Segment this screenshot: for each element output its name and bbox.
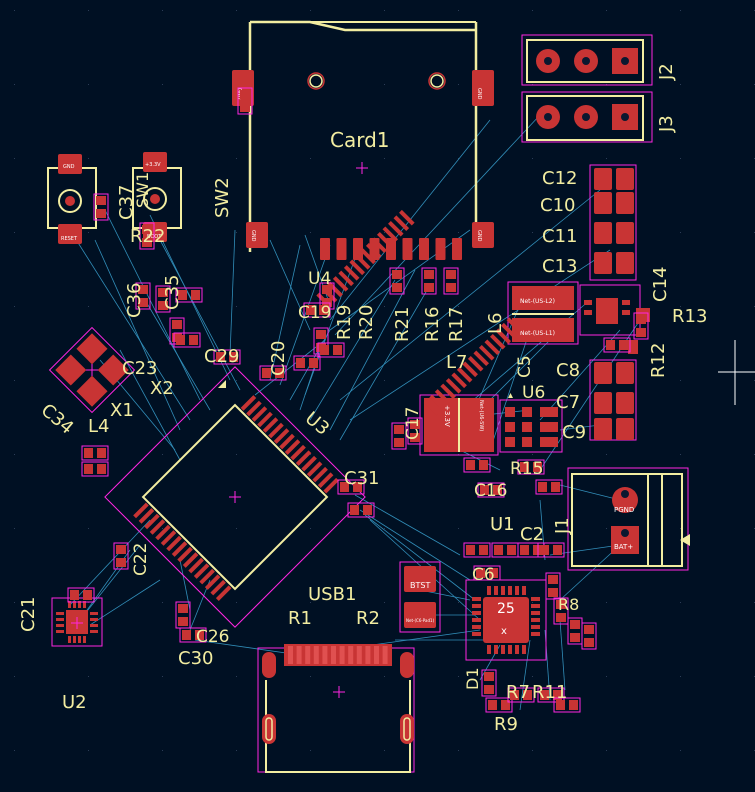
pad-label: GND [476,230,482,242]
ref-c35: C35 [162,275,183,310]
pad-label: 25 [497,601,515,617]
ic-u1-charger[interactable]: 25 x [465,579,547,661]
ref-j1: J1 [552,517,573,535]
ic-u6[interactable] [499,393,563,453]
ref-sw2: SW2 [212,177,233,218]
pad-label: Net-(U6-SW) [478,400,484,431]
ref-x2: X2 [150,378,174,399]
ref-c7: C7 [556,392,580,413]
ref-c6: C6 [472,565,495,585]
pad-label: BOOT [147,234,162,240]
ref-x1: X1 [110,400,134,421]
inductor-l7[interactable]: +3.3V Net-(U6-SW) [419,394,499,456]
sd-card-footprint[interactable]: GND GND GND GND [232,20,494,260]
ref-r22: R22 [130,226,165,247]
ref-r20: R20 [356,305,377,340]
small-passives[interactable] [67,87,649,713]
ref-c29: C29 [204,346,239,367]
pad-label: GND [250,230,256,242]
ref-l6: L6 [485,313,506,334]
ref-u2: U2 [62,692,87,713]
ref-r17: R17 [446,307,467,342]
pad-label: Net-(C6-Pad1) [406,618,435,623]
ref-r1: R1 [288,608,312,629]
ic-u2[interactable] [51,597,103,647]
ref-c13: C13 [542,256,577,277]
ref-c37: C37 [116,185,137,220]
pad-label: GND [63,164,75,170]
ref-r19: R19 [334,305,355,340]
ref-c14: C14 [650,267,671,302]
ref-c19: C19 [298,303,332,323]
pad-label: Net-(US-L1) [520,330,555,337]
ref-c22: C22 [131,542,151,576]
ref-u6: U6 [522,383,545,403]
ref-c5: C5 [515,355,535,378]
ref-c31: C31 [344,468,379,489]
ref-c10: C10 [540,195,575,216]
ref-r8: R8 [558,595,579,614]
crosshair-cursor [718,340,755,405]
ref-r2: R2 [356,608,380,629]
ref-r12: R12 [648,343,669,378]
pad-label: RESET [61,236,78,242]
ref-j2: J2 [656,63,677,81]
ref-r13: R13 [672,306,707,327]
usb-c-connector[interactable] [257,644,415,773]
ref-d1: D1 [463,668,482,691]
ref-card1: Card1 [330,128,390,152]
ref-c8: C8 [556,360,580,381]
ref-usb1: USB1 [308,584,356,605]
ref-j3: J3 [656,115,677,133]
pad-label: GND [236,88,242,100]
ref-c12: C12 [542,168,577,189]
ref-u4: U4 [308,269,331,289]
ref-r21: R21 [392,307,413,342]
ref-l4: L4 [88,416,109,437]
ref-c21: C21 [18,597,39,632]
pad-label: GND [476,88,482,100]
capacitor-column-right[interactable] [589,164,637,441]
ref-c16: C16 [474,481,508,501]
inductor-l6[interactable]: Net-(US-L2) Net-(US-L1) [507,281,579,345]
svg-text:x: x [501,626,507,637]
ref-c17: C17 [403,406,423,440]
pad-label: +3.3V [145,162,161,168]
pad-label: PGND [614,506,634,514]
ref-r7: R7 [506,682,530,703]
ref-r16: R16 [422,307,443,342]
ref-r9: R9 [494,714,518,735]
ref-l7: L7 [446,352,467,373]
ref-c11: C11 [542,226,577,247]
diode-btst[interactable]: BTST Net-(C6-Pad1) [399,561,441,633]
ref-c36: C36 [124,283,145,318]
ref-c23: C23 [122,358,157,379]
ref-r11: R11 [532,682,567,703]
connector-j1[interactable]: PGND BAT+ [567,467,690,571]
ref-r15: R15 [510,459,543,479]
ref-u1: U1 [490,514,515,535]
connector-j3[interactable] [521,91,653,143]
connector-j2[interactable] [521,34,653,86]
pad-label: +3.3V [443,405,451,427]
ref-c20: C20 [268,341,289,376]
pad-label: BAT+ [614,543,633,551]
ref-c26: C26 [196,627,230,647]
pad-label: BTST [410,581,430,590]
crystal-x2[interactable] [48,326,136,414]
ref-c2: C2 [520,524,544,545]
pad-label: Net-(US-L2) [520,298,555,305]
ref-c30: C30 [178,648,213,669]
ref-c9: C9 [562,422,586,443]
ref-sw1: SW1 [133,172,152,208]
